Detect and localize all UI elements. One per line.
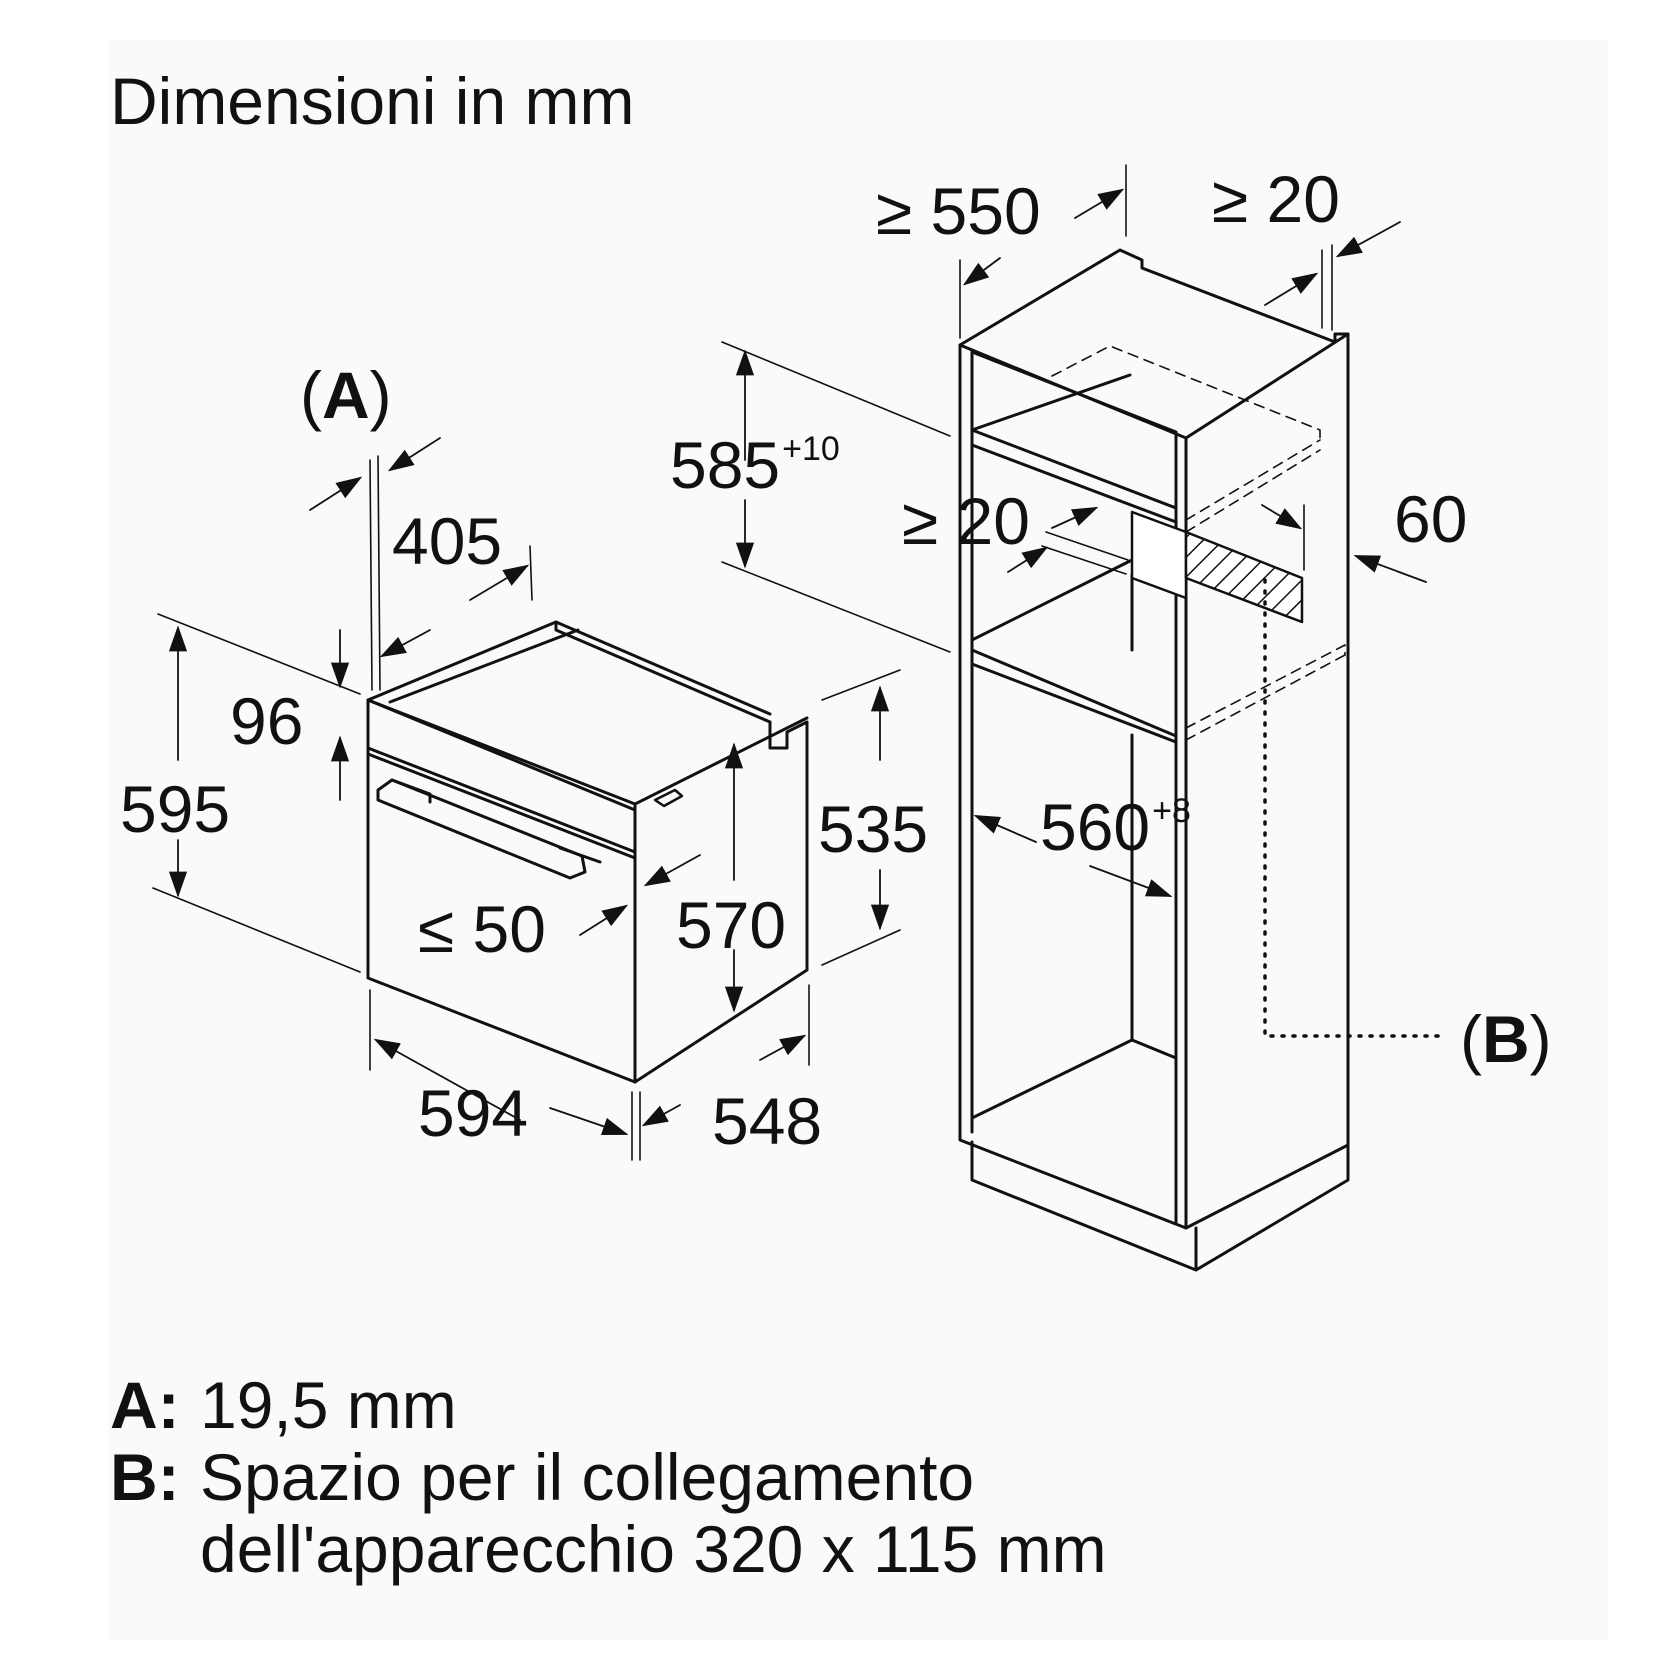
- callout-a: (A): [300, 358, 392, 432]
- oven-body: [366, 620, 809, 1084]
- dim-label-niche-width: 560+8: [1040, 790, 1191, 864]
- dim-label-535: 535: [818, 792, 929, 866]
- dim-label-405: 405: [392, 504, 503, 578]
- callout-b: (B): [1460, 1002, 1552, 1076]
- niche-width-tolerance: +8: [1152, 792, 1191, 830]
- dim-label-60: 60: [1394, 482, 1468, 556]
- dim-label-handle-gap: ≤ 50: [418, 892, 546, 966]
- callout-b-leader: [1263, 578, 1440, 1038]
- cabinet-body: [958, 248, 1350, 1272]
- dim-label-570: 570: [676, 888, 787, 962]
- dim-label-595: 595: [120, 772, 231, 846]
- oven-extension-lines: [152, 455, 901, 1161]
- cabinet-dimension-arrows: [735, 188, 1427, 897]
- dim-label-594: 594: [418, 1076, 529, 1150]
- cabinet-hidden-shelves: [1051, 345, 1346, 741]
- cabinet-extension-lines: [721, 164, 1333, 653]
- dim-label-rear-gap-middle: ≥ 20: [902, 484, 1030, 558]
- legend-key-b: B:: [110, 1440, 180, 1514]
- legend-text-b: Spazio per il collegamento: [200, 1440, 975, 1514]
- dim-label-niche-height: 585+10: [670, 428, 840, 502]
- niche-height-tolerance: +10: [782, 430, 840, 468]
- oven-dimension-arrows: [168, 437, 890, 1136]
- drawing-panel: [108, 40, 1608, 1640]
- legend-key-a: A:: [110, 1368, 180, 1442]
- callout-b-letter: B: [1481, 1002, 1530, 1076]
- dim-label-niche-depth: ≥ 550: [876, 174, 1041, 248]
- diagram-title: Dimensioni in mm: [110, 64, 635, 138]
- dim-label-rear-gap-top: ≥ 20: [1212, 162, 1340, 236]
- dim-label-548: 548: [712, 1084, 823, 1158]
- connection-space-block: [1130, 510, 1304, 624]
- legend-text-a: 19,5 mm: [200, 1368, 457, 1442]
- oven-door-handle: [376, 778, 602, 880]
- callout-a-letter: A: [321, 358, 370, 432]
- legend-text-b-continued: dell'apparecchio 320 x 115 mm: [200, 1512, 1107, 1586]
- dim-label-96: 96: [230, 684, 304, 758]
